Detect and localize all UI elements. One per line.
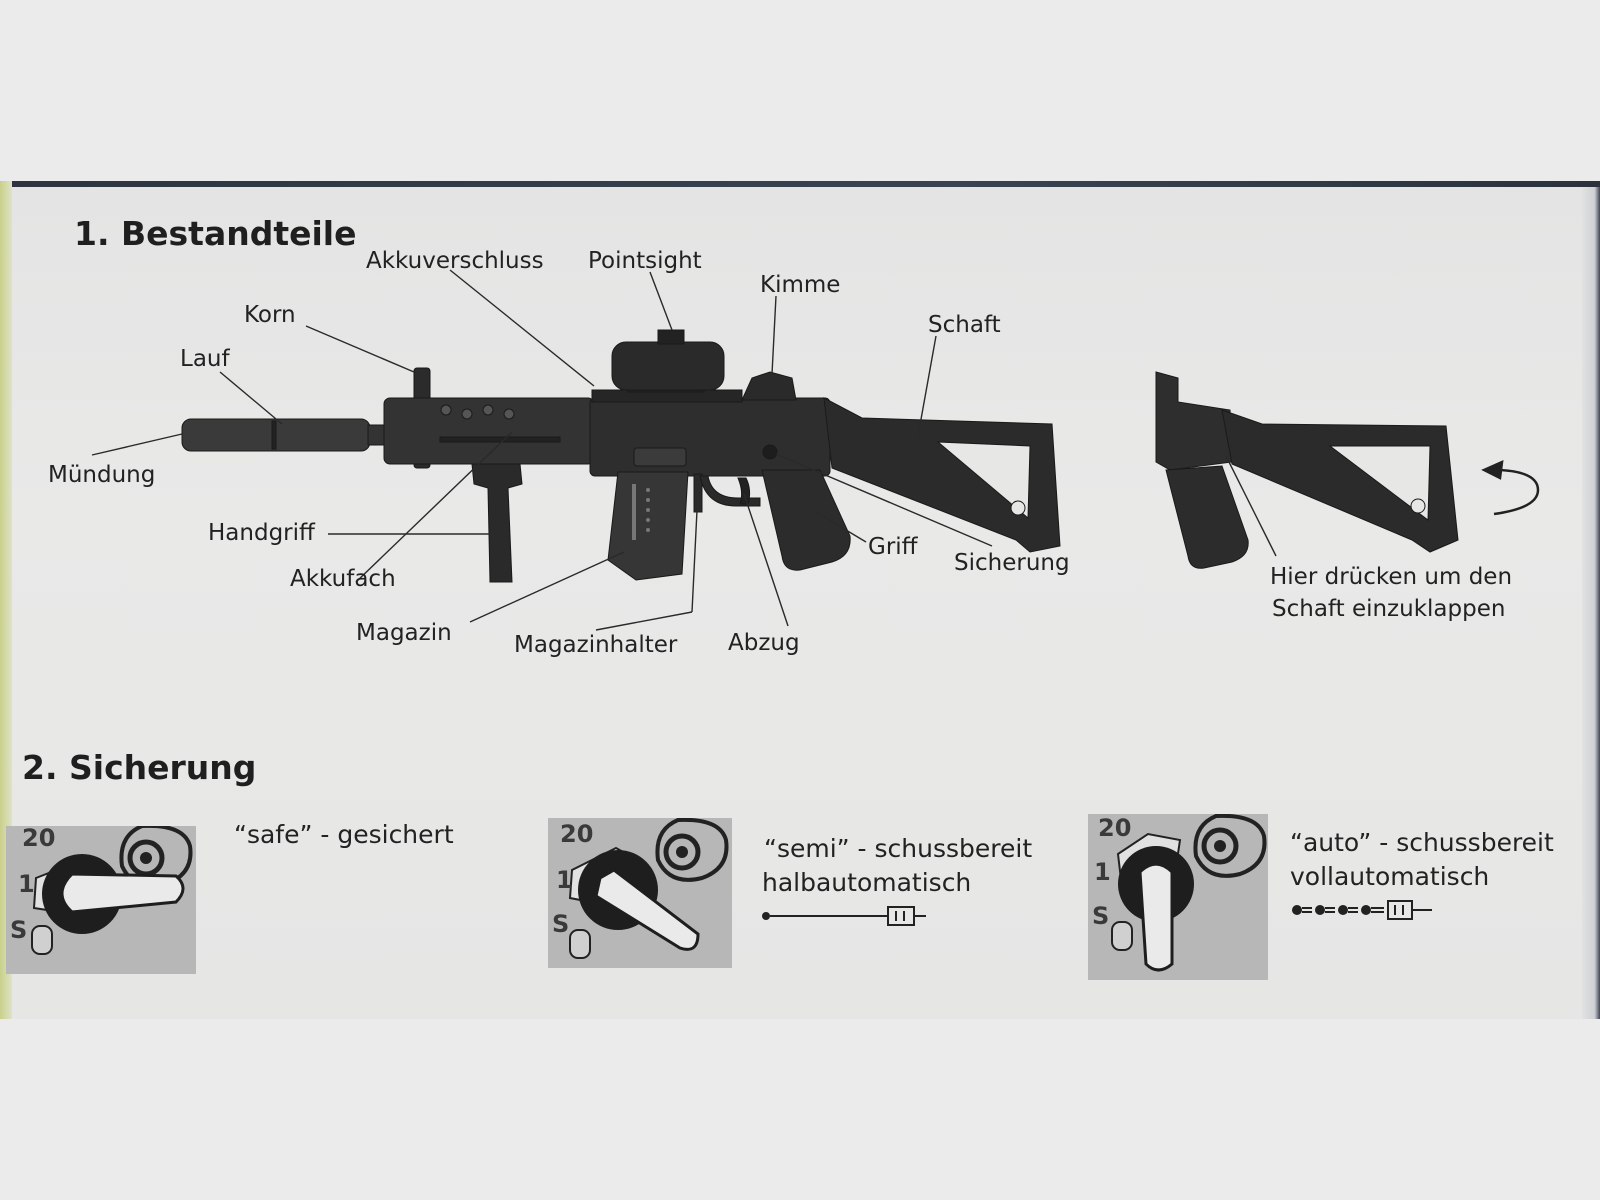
label-sicherung: Sicherung	[954, 550, 1070, 576]
label-kimme: Kimme	[760, 272, 841, 298]
label-akkufach: Akkufach	[290, 566, 396, 592]
label-abzug: Abzug	[728, 630, 800, 656]
label-lauf: Lauf	[180, 346, 230, 372]
selector-mark-1: 1	[18, 870, 35, 898]
selector-mark-20: 20	[22, 826, 56, 852]
label-muendung: Mündung	[48, 462, 156, 488]
page-edge-left	[0, 181, 12, 1019]
label-griff: Griff	[868, 534, 918, 560]
selector-mark-20: 20	[560, 820, 594, 848]
selector-lever-icon	[1111, 814, 1267, 972]
rifle-illustration	[181, 329, 1061, 583]
label-magazinhalter: Magazinhalter	[514, 632, 678, 658]
mode-semi-line-2: halbautomatisch	[762, 868, 972, 897]
selector-mark-s: S	[10, 916, 28, 944]
selector-mark-1: 1	[556, 866, 573, 894]
section-1-number: 1.	[74, 214, 110, 253]
section-1-title: Bestandteile	[121, 214, 357, 253]
selector-panel-semi: 20 1 S	[548, 818, 732, 968]
mode-auto-line-2: vollautomatisch	[1290, 862, 1490, 891]
selector-mark-20: 20	[1098, 814, 1132, 842]
selector-lever-icon	[568, 818, 729, 959]
burst-fire-icon	[1292, 900, 1432, 920]
selector-mark-s: S	[1092, 902, 1110, 930]
selector-mark-1: 1	[1094, 858, 1111, 886]
page-edge-top	[0, 181, 1600, 187]
section-1-heading: 1. Bestandteile	[74, 214, 357, 253]
mode-auto-line-1: “auto” - schussbereit	[1290, 828, 1554, 857]
label-korn: Korn	[244, 302, 296, 328]
single-shot-icon	[762, 906, 926, 926]
page-edge-right	[1582, 187, 1600, 1019]
label-pointsight: Pointsight	[588, 248, 702, 274]
leader-lines	[91, 269, 1277, 631]
label-magazin: Magazin	[356, 620, 452, 646]
folded-stock-illustration	[1155, 371, 1459, 569]
label-akkuverschluss: Akkuverschluss	[366, 248, 544, 274]
rotate-arrow-icon	[1481, 459, 1540, 516]
selector-lever-icon	[31, 826, 193, 955]
label-schaft: Schaft	[928, 312, 1001, 338]
selector-mark-s: S	[552, 910, 570, 938]
section-2-heading: 2. Sicherung	[22, 748, 256, 787]
selector-panel-safe: 20 1 S	[6, 826, 196, 974]
fold-note-line-2: Schaft einzuklappen	[1272, 596, 1506, 622]
mode-semi-line-1: “semi” - schussbereit	[764, 834, 1033, 863]
mode-safe-line-1: “safe” - gesichert	[234, 820, 454, 849]
label-handgriff: Handgriff	[208, 520, 315, 546]
section-2-title: Sicherung	[69, 748, 257, 787]
manual-page	[0, 181, 1600, 1019]
section-2-number: 2.	[22, 748, 58, 787]
selector-panel-auto: 20 1 S	[1088, 814, 1268, 980]
fold-note-line-1: Hier drücken um den	[1270, 564, 1513, 590]
